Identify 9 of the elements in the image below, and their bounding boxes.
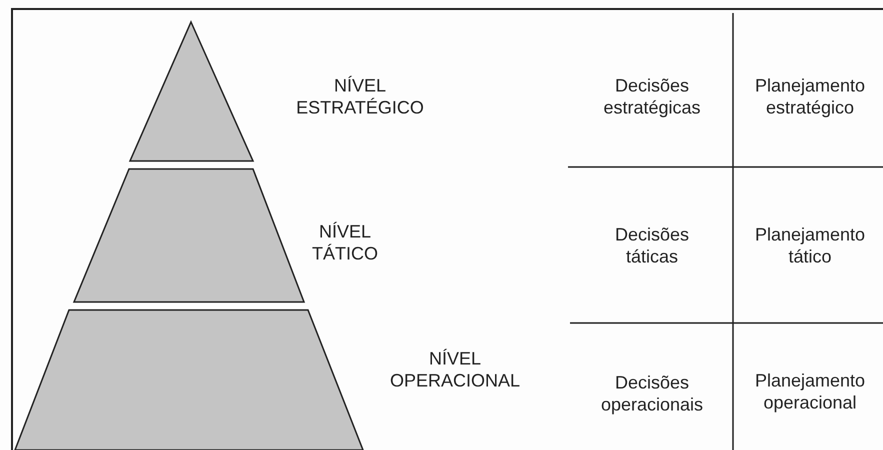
level-label: NÍVEL OPERACIONAL	[388, 348, 522, 392]
decision-label: Decisões táticas	[614, 224, 690, 268]
level-label: NÍVEL TÁTICO	[311, 221, 379, 265]
planning-label: Planejamento tático	[754, 224, 866, 268]
level-label: NÍVEL ESTRATÉGICO	[295, 75, 425, 119]
planning-label: Planejamento estratégico	[754, 75, 866, 119]
planning-label: Planejamento operacional	[754, 370, 866, 414]
decision-label: Decisões operacionais	[600, 372, 704, 416]
decision-label: Decisões estratégicas	[602, 75, 702, 119]
